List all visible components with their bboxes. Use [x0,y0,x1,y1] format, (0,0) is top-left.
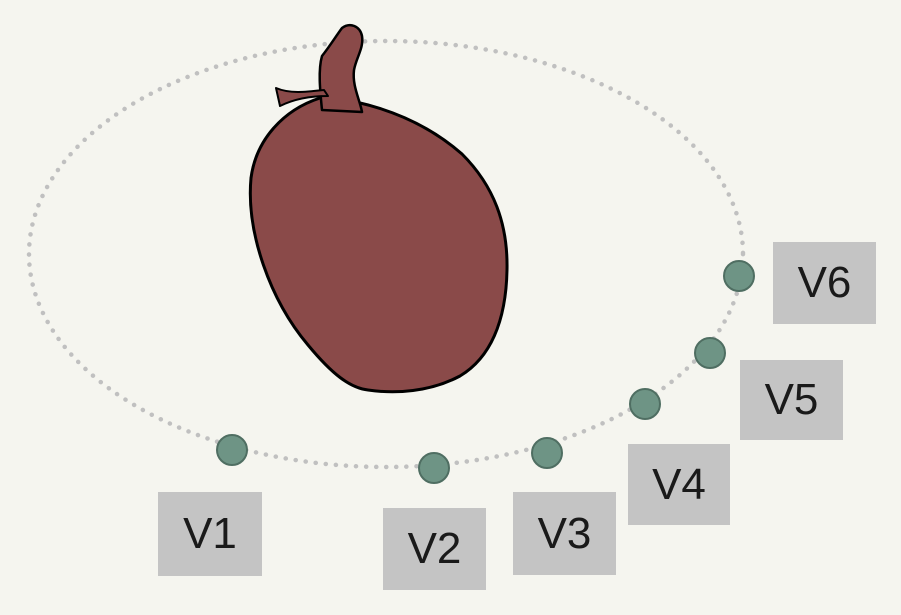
electrode-v2 [418,452,450,484]
electrode-v1 [216,434,248,466]
electrode-v6 [723,260,755,292]
heart-shape [248,24,509,394]
electrode-v5 [694,337,726,369]
lead-label-v6: V6 [773,242,876,324]
electrode-v4 [629,388,661,420]
lead-label-v5: V5 [740,360,843,440]
lead-label-v4: V4 [628,444,730,525]
chest-outline [26,38,746,470]
lead-label-v1: V1 [158,492,262,576]
electrode-v3 [531,437,563,469]
lead-label-v3: V3 [513,492,616,575]
lead-label-v2: V2 [383,508,486,590]
